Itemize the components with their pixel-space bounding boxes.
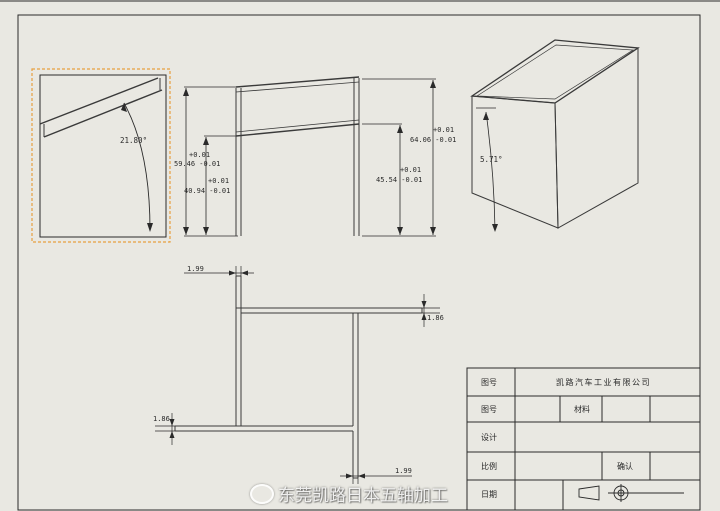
dim-left-tol-plus: +0.01: [208, 177, 229, 185]
dim-top-tol-plus: +0.01: [433, 126, 454, 134]
detail-highlight-frame[interactable]: [31, 68, 171, 243]
front-view: +0.01 59.46 -0.01 +0.01 40.94 -0.01 +0.0…: [174, 76, 456, 237]
dim-right-tol-plus: +0.01: [400, 166, 421, 174]
tb-company: 凯路汽车工业有限公司: [556, 377, 651, 387]
tb-row3-label: 设计: [481, 432, 497, 442]
sheet-border: [17, 14, 701, 511]
flat-view: 1.99 1.86 1.86 1.99: [153, 265, 444, 484]
detail-angle-label: 21.80°: [120, 136, 147, 145]
title-block: [466, 367, 701, 511]
iso-angle-label: 5.71°: [480, 155, 503, 164]
tb-confirm-label: 确认: [617, 461, 633, 471]
watermark-text: 东莞凯路日本五轴加工: [278, 486, 448, 506]
isometric-view: 5.71°: [470, 39, 640, 232]
tb-row5-label: 日期: [481, 490, 497, 499]
dim-left-value: 40.94 -0.01: [184, 187, 230, 195]
flat-dim-bottom-right: 1.99: [395, 467, 412, 475]
tb-row1-label: 图号: [481, 378, 497, 387]
title-block-text: 图号 凯路汽车工业有限公司 图号 材料 设计 比例 确认 日期: [481, 377, 651, 499]
tb-row2-label: 图号: [481, 405, 497, 414]
detail-view: 21.80°: [31, 68, 171, 243]
iso-angle-arc: [485, 111, 496, 231]
flat-dim-right-upper: 1.86: [427, 314, 444, 322]
detail-angle-arc: [123, 102, 151, 231]
flat-dim-top-left: 1.99: [187, 265, 204, 273]
watermark: 东莞凯路日本五轴加工: [250, 481, 448, 506]
dim-right-value: 45.54 -0.01: [376, 176, 422, 184]
dim-total-tol-plus: +0.01: [189, 151, 210, 159]
tb-row4-label: 比例: [481, 461, 497, 471]
flat-dim-left-lower: 1.86: [153, 415, 170, 423]
detail-outline: [39, 74, 167, 238]
dim-top-value: 64.06 -0.01: [410, 136, 456, 144]
weibo-logo-icon: [250, 484, 274, 504]
dim-total-value: 59.46 -0.01: [174, 160, 220, 168]
tb-material-label: 材料: [574, 404, 590, 414]
projection-symbol-icon: [578, 484, 684, 502]
